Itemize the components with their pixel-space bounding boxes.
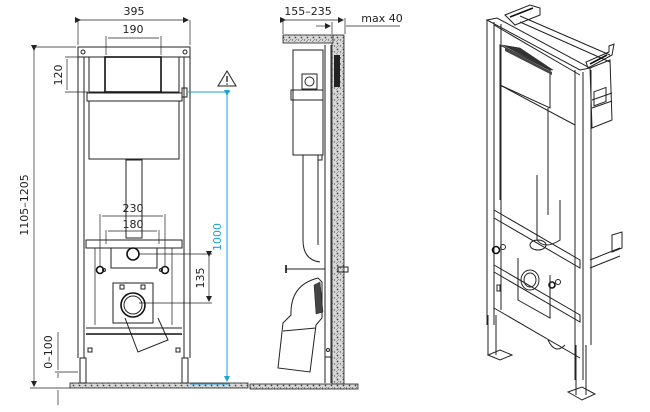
- dim-foot-adjust: 0–100: [42, 335, 55, 369]
- dim-depth: 155–235: [284, 5, 332, 18]
- cistern: [88, 100, 180, 160]
- flush-plate-opening: [104, 56, 162, 93]
- dim-wall-gap: max 40: [361, 12, 402, 25]
- isometric-view: [485, 4, 623, 401]
- warning-triangle-icon: [217, 70, 237, 87]
- drain-outlet: [120, 292, 146, 318]
- front-view: 395 190 120 1105–1205 230 180 135: [18, 5, 249, 405]
- dim-fixing-height: 1000: [211, 223, 224, 251]
- dim-total-height: 1105–1205: [18, 174, 31, 236]
- flush-pipe: [125, 159, 143, 239]
- drain-bend: [277, 277, 323, 373]
- dim-plate-height: 120: [52, 65, 65, 86]
- top-rail: [77, 46, 191, 58]
- dim-overall-width: 395: [124, 5, 145, 18]
- floor-slab: [69, 382, 249, 389]
- iso-crossbar: [493, 209, 581, 269]
- dim-connector-inner: 180: [123, 218, 144, 231]
- dim-plate-width: 190: [123, 23, 144, 36]
- side-view: 155–235 max 40: [249, 5, 403, 390]
- dim-drain-offset: 135: [194, 268, 207, 289]
- wall-section: [331, 34, 345, 389]
- dim-connector-outer: 230: [123, 202, 144, 215]
